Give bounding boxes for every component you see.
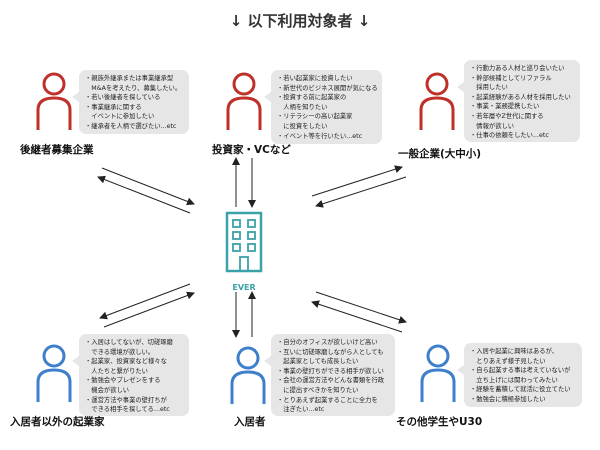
company-item: 幹部候補としてリファラル [470, 74, 574, 84]
students-item: 経験を蓄積して就活に役立てたい [470, 385, 576, 395]
nonresident-item: 入居はしてないが、切磋琢磨 [85, 338, 183, 348]
students-item: 自ら起業する事は考えていないが [470, 366, 576, 376]
resident-item: 注ぎたい...etc [283, 406, 325, 414]
company-label: 一般企業(大中小) [398, 148, 482, 160]
nonresident-person-icon [36, 344, 72, 404]
investor-item: リテラシーの高い起業家 [277, 112, 376, 122]
successor-person-icon [36, 72, 72, 132]
resident-bubble: 自分のオフィスが欲しいけど高い互いに切磋琢磨しながら人としても起業家としても成長… [264, 334, 395, 416]
successor-item: 継承者を人柄で選びたい...etc [85, 122, 183, 132]
arrow-to-company [311, 165, 403, 197]
successor-item: 若い後継者を探している [85, 93, 183, 103]
students-item: とりあえず様子見したい [476, 357, 546, 365]
resident-list: 自分のオフィスが欲しいけど高い互いに切磋琢磨しながら人としても起業家としても成長… [277, 338, 389, 415]
arrow-from-students [311, 300, 403, 333]
nonresident-label: 入居者以外の起業家 [10, 416, 105, 428]
resident-person-icon [230, 346, 266, 406]
nonresident-item: 機会が欲しい [91, 386, 130, 394]
page-title: ↓ 以下利用対象者 ↓ [229, 12, 371, 30]
company-item: 採用したい [476, 84, 508, 92]
investor-item: 新世代のビジネス展開が気になる [277, 84, 377, 94]
students-item: 勉強会に積極参加したい [470, 395, 576, 405]
company-item: 行動力ある人材と巡り会いたい [470, 64, 574, 74]
students-item: 立ち上げには関わってみたい [476, 376, 558, 384]
company-bubble: 行動力ある人材と巡り会いたい幹部候補としてリファラル採用したい起業経験がある人材… [457, 60, 580, 142]
successor-label: 後継者募集企業 [20, 144, 94, 156]
arrow-to-successor [97, 175, 191, 214]
successor-bubble: 親族外継承または事業継承型M&Aを考えたり、募集したい。若い後継者を探している事… [72, 70, 189, 134]
nonresident-bubble: 入居はしてないが、切磋琢磨できる環境が欲しい。起業家、投資家など様々な人たちと繋… [72, 334, 189, 416]
arrow-to-nonresident [99, 283, 191, 320]
students-label: その他学生やU30 [396, 416, 483, 428]
nonresident-item: できる環境が欲しい。 [91, 348, 155, 356]
resident-item: 互いに切磋琢磨しながら人としても [277, 348, 389, 358]
resident-item: に提出すべきかを知りたい [283, 386, 359, 394]
successor-item: 親族外継承または事業継承型 [85, 74, 183, 84]
students-person-icon [420, 344, 456, 404]
nonresident-item: 人たちと繋がりたい [91, 367, 148, 375]
investor-item: に投資をしたい [283, 122, 328, 130]
successor-item: イベントに参加したい [91, 113, 155, 121]
company-item: 仕事の依頼をしたい...etc [470, 131, 574, 141]
company-item: 情報が欲しい [476, 122, 515, 130]
investor-bubble: 若い起業家に投資したい新世代のビジネス展開が気になる投資する前に起業家の人柄を知… [264, 70, 382, 144]
arrow-from-nonresident [103, 291, 195, 328]
company-person-icon [419, 72, 455, 132]
successor-item: 事業継承に関する [85, 103, 183, 113]
company-item: 若年層やZ世代に関する [470, 112, 574, 122]
ever-label: EVER [232, 283, 256, 292]
company-item: 事業・業務提携したい [470, 102, 574, 112]
resident-item: とりあえず起業することに全力を [277, 396, 389, 406]
nonresident-list: 入居はしてないが、切磋琢磨できる環境が欲しい。起業家、投資家など様々な人たちと繋… [85, 338, 183, 415]
students-bubble: 入居や起業に興味はあるが、とりあえず様子見したい自ら起業する事は考えていないが立… [457, 343, 582, 407]
students-list: 入居や起業に興味はあるが、とりあえず様子見したい自ら起業する事は考えていないが立… [470, 347, 576, 405]
resident-label: 入居者 [234, 416, 266, 428]
nonresident-item: 運営方法や事業の壁打ちが [85, 396, 183, 406]
successor-list: 親族外継承または事業継承型M&Aを考えたり、募集したい。若い後継者を探している事… [85, 74, 183, 132]
nonresident-item: できる相手を探してる...etc [91, 406, 170, 414]
ever-building-icon [225, 211, 263, 273]
investor-item: イベント等を行いたい...etc [277, 132, 376, 142]
resident-item: 会社の運営方法やどんな書類を行政 [277, 376, 389, 386]
investor-item: 人柄を知りたい [283, 103, 328, 111]
resident-item: 自分のオフィスが欲しいけど高い [277, 338, 389, 348]
investor-person-icon [226, 72, 262, 132]
investor-list: 若い起業家に投資したい新世代のビジネス展開が気になる投資する前に起業家の人柄を知… [277, 74, 377, 142]
arrow-to-students [315, 291, 407, 324]
resident-item: 起業家としても成長したい [283, 358, 359, 366]
nonresident-item: 勉強会やプレゼンをする [85, 376, 183, 386]
arrow-from-successor [101, 167, 195, 206]
company-list: 行動力ある人材と巡り会いたい幹部候補としてリファラル採用したい起業経験がある人材… [470, 64, 574, 141]
resident-item: 事業の壁打ちができる相手が欲しい [277, 367, 389, 377]
investor-item: 若い起業家に投資したい [277, 74, 376, 84]
students-item: 入居や起業に興味はあるが、 [470, 347, 576, 357]
successor-item: M&Aを考えたり、募集したい。 [91, 84, 182, 92]
company-item: 起業経験がある人材を採用したい [470, 93, 574, 103]
investor-item: 投資する前に起業家の [277, 93, 376, 103]
nonresident-item: 起業家、投資家など様々な [85, 357, 183, 367]
arrow-from-company [315, 176, 407, 208]
investor-label: 投資家・VCなど [212, 144, 291, 156]
